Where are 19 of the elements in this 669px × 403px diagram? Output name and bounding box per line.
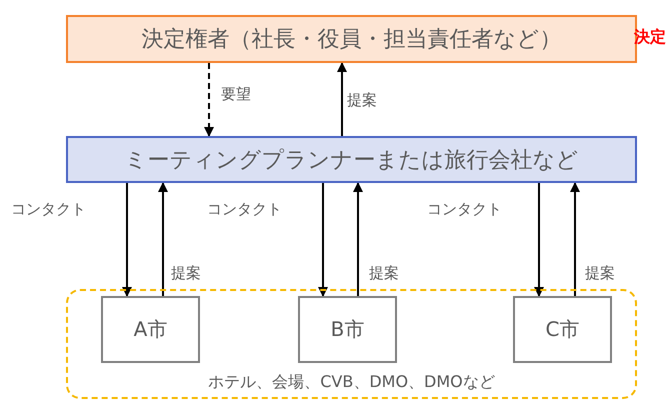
arrow	[353, 182, 363, 296]
arrow	[534, 183, 544, 297]
edge-label: 提案	[346, 91, 378, 110]
edge-label: 提案	[368, 264, 400, 283]
edge-label: 提案	[584, 264, 616, 283]
arrow	[570, 182, 580, 296]
dashed-group	[66, 289, 637, 399]
city-box: A市	[101, 296, 200, 363]
arrow	[318, 183, 328, 297]
arrow	[337, 62, 347, 136]
edge-label: 提案	[170, 264, 202, 283]
group-label: ホテル、会場、CVB、DMO、DMOなど	[208, 372, 495, 393]
arrow	[122, 183, 132, 297]
city-box: B市	[298, 296, 397, 363]
arrow	[158, 182, 168, 296]
planner-box: ミーティングプランナーまたは旅行会社など	[66, 136, 637, 183]
arrow	[204, 63, 214, 137]
city-box: C市	[513, 296, 612, 363]
edge-label: 要望	[220, 85, 252, 104]
